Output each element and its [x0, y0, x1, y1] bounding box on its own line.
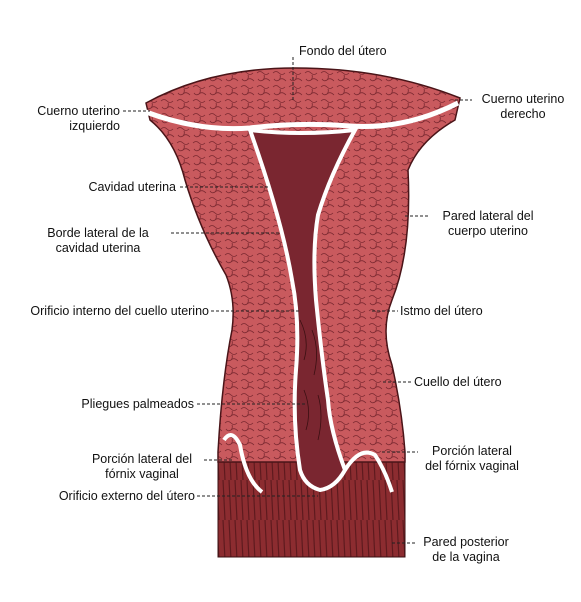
label-cavity: Cavidad uterina	[88, 180, 176, 194]
label-right-horn-line1: Cuerno uterino	[481, 92, 565, 106]
label-fornix-left-line2: fórnix vaginal	[105, 467, 179, 481]
label-cervix: Cuello del útero	[414, 375, 502, 389]
label-lateral-border-line2: cavidad uterina	[55, 241, 141, 255]
label-fornix-right-line1: Porción lateral	[432, 444, 512, 458]
label-lateral-border-line1: Borde lateral de la	[47, 226, 149, 240]
label-right-horn-line2: derecho	[500, 107, 546, 121]
label-vagina-posterior: Pared posterior de la vagina	[414, 535, 518, 565]
label-palmate-folds: Pliegues palmeados	[81, 397, 194, 411]
label-right-horn: Cuerno uterino derecho	[468, 92, 578, 122]
label-left-horn-line2: izquierdo	[69, 119, 120, 133]
label-lateral-border: Borde lateral de la cavidad uterina	[28, 226, 168, 256]
label-lateral-wall-line2: cuerpo uterino	[448, 224, 528, 238]
palmate-folds	[299, 319, 322, 441]
fornix-right-shape	[343, 450, 394, 493]
label-lateral-wall: Pared lateral del cuerpo uterino	[428, 209, 548, 239]
label-internal-os: Orificio interno del cuello uterino	[30, 304, 209, 318]
label-isthmus: Istmo del útero	[400, 304, 483, 318]
label-left-horn-line1: Cuerno uterino	[37, 104, 120, 118]
fundus-band	[145, 100, 460, 132]
label-left-horn: Cuerno uterino izquierdo	[20, 104, 120, 134]
leader-lines	[123, 57, 472, 544]
label-vagina-posterior-line1: Pared posterior	[423, 535, 509, 549]
label-lateral-wall-line1: Pared lateral del	[442, 209, 534, 223]
label-fornix-right: Porción lateral del fórnix vaginal	[412, 444, 532, 474]
label-fundus: Fondo del útero	[299, 44, 387, 58]
label-fornix-left-line1: Porción lateral del	[91, 452, 193, 466]
label-external-os: Orificio externo del útero	[58, 489, 195, 503]
label-fornix-right-line2: del fórnix vaginal	[425, 459, 519, 473]
label-vagina-posterior-line2: de la vagina	[432, 550, 500, 564]
label-fornix-left: Porción lateral del fórnix vaginal	[82, 452, 202, 482]
fornix-left-shape	[222, 433, 264, 494]
